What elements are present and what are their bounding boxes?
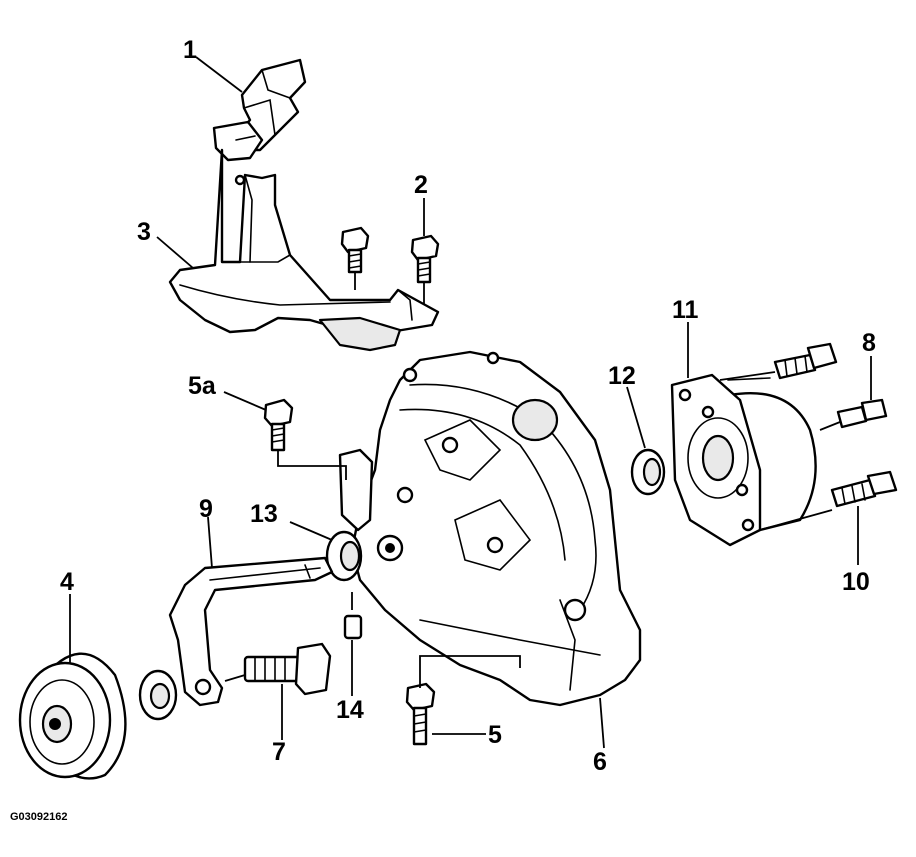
part-5a-bolt (263, 398, 347, 480)
part-1-clip (212, 58, 307, 162)
part-12-seal (630, 448, 666, 496)
callout-13: 13 (250, 500, 278, 528)
leader-3 (156, 236, 194, 269)
callout-5: 5 (488, 721, 502, 749)
part-9-tensioner-arm (168, 556, 334, 707)
figure-id: G03092162 (10, 811, 68, 823)
part-6-housing (338, 350, 642, 707)
callout-6: 6 (593, 748, 607, 776)
callout-3: 3 (137, 218, 151, 246)
callout-14: 14 (336, 696, 364, 724)
leader-12 (626, 386, 646, 449)
part-5-bolt (405, 655, 521, 746)
callout-8: 8 (862, 329, 876, 357)
part-11-cover (670, 373, 817, 547)
leader-6 (599, 697, 605, 749)
callout-4: 4 (60, 568, 74, 596)
spacer-bushing (138, 669, 178, 721)
leader-13 (289, 521, 333, 541)
callout-7: 7 (272, 738, 286, 766)
part-10-screw (759, 470, 898, 531)
part-13-washer (325, 530, 363, 582)
part-3-bracket (168, 148, 440, 352)
leader-5a (223, 391, 267, 411)
callout-10: 10 (842, 568, 870, 596)
leader-1 (195, 56, 243, 93)
part-4-pulley (18, 652, 127, 780)
callout-9: 9 (199, 495, 213, 523)
part-7-bolt (224, 642, 332, 696)
part-8-screw (719, 342, 888, 431)
callout-5a: 5a (188, 372, 217, 400)
callout-2: 2 (414, 171, 428, 199)
leader-9 (207, 516, 213, 569)
part-14-sleeve (343, 592, 363, 640)
callout-12: 12 (608, 362, 636, 390)
part-2-bolts (340, 226, 440, 305)
callout-1: 1 (183, 36, 197, 64)
callout-11: 11 (672, 296, 699, 324)
